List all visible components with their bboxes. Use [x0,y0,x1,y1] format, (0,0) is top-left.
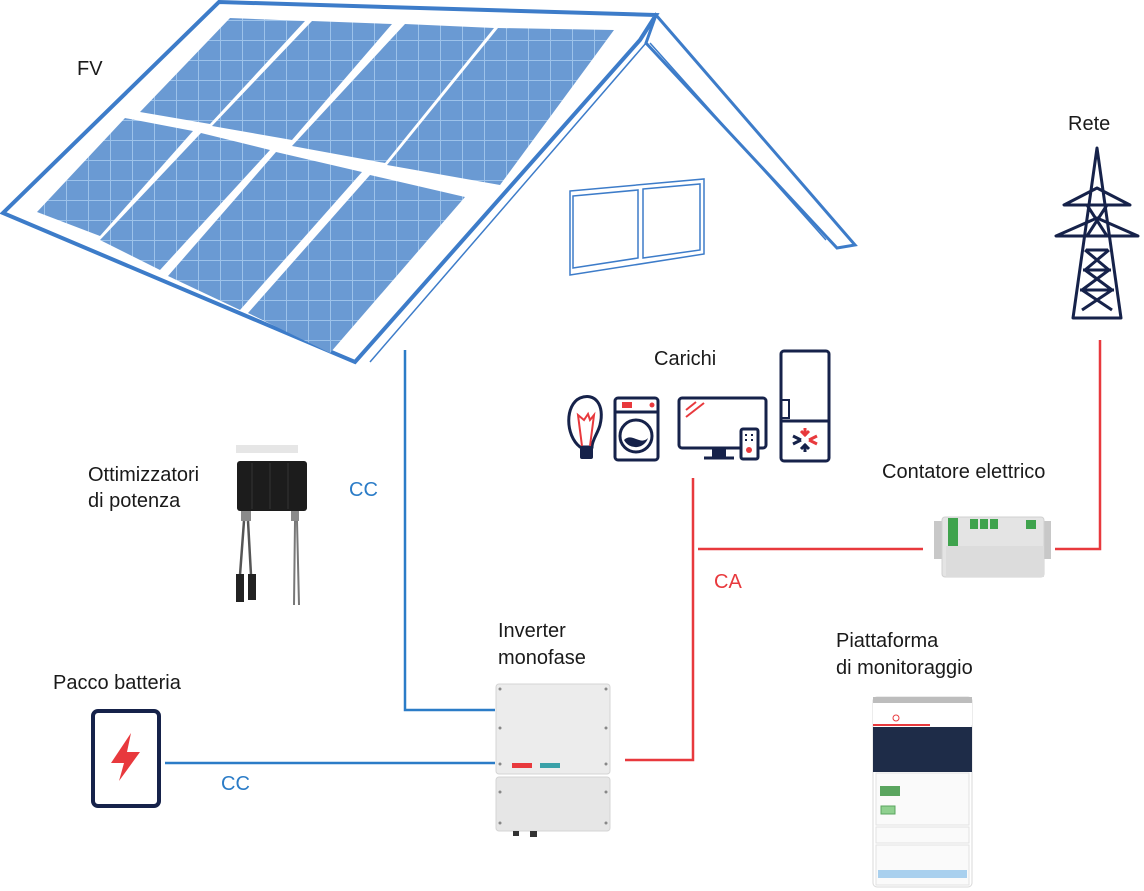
dc-wiring [165,350,495,765]
power-tower-icon [1054,146,1140,320]
solar-panel [292,24,494,163]
power-optimizer [236,445,307,606]
optimizers-label-line2: di potenza [88,490,181,512]
solar-panel [140,18,305,124]
monitoring-phone [872,696,973,888]
optimizers-label-line1: Ottimizzatori [88,464,200,486]
monitoring-label-line1: Piattaforma [836,630,939,652]
inverter-label-line1: Inverter [498,620,566,642]
washing-machine-icon [613,396,660,462]
solar-panel [248,175,465,353]
house-window [569,178,705,276]
dc-label-top: CC [349,479,378,501]
fridge-icon [779,349,831,463]
meter-label: Contatore elettrico [882,461,1046,483]
tv-icon [677,396,768,461]
pv-panels [37,18,614,353]
loads-label: Carichi [654,348,717,370]
solar-panel [387,28,614,185]
solar-panel [100,133,270,270]
battery-bolt-icon [91,709,161,808]
solar-panel [168,152,362,310]
solar-panel [212,21,392,140]
monitoring-label-line2: di monitoraggio [836,657,973,679]
ac-label: CA [714,571,742,593]
energy-meter [934,516,1051,578]
pv-label: FV [77,58,103,80]
dc-label-bottom: CC [221,773,250,795]
inverter-label-line2: monofase [498,647,586,669]
solar-panel [37,118,193,236]
ac-wiring [625,340,1102,762]
grid-label: Rete [1068,113,1111,135]
battery-label: Pacco batteria [53,672,181,694]
inverter [495,683,611,837]
light-bulb-icon [567,395,603,459]
